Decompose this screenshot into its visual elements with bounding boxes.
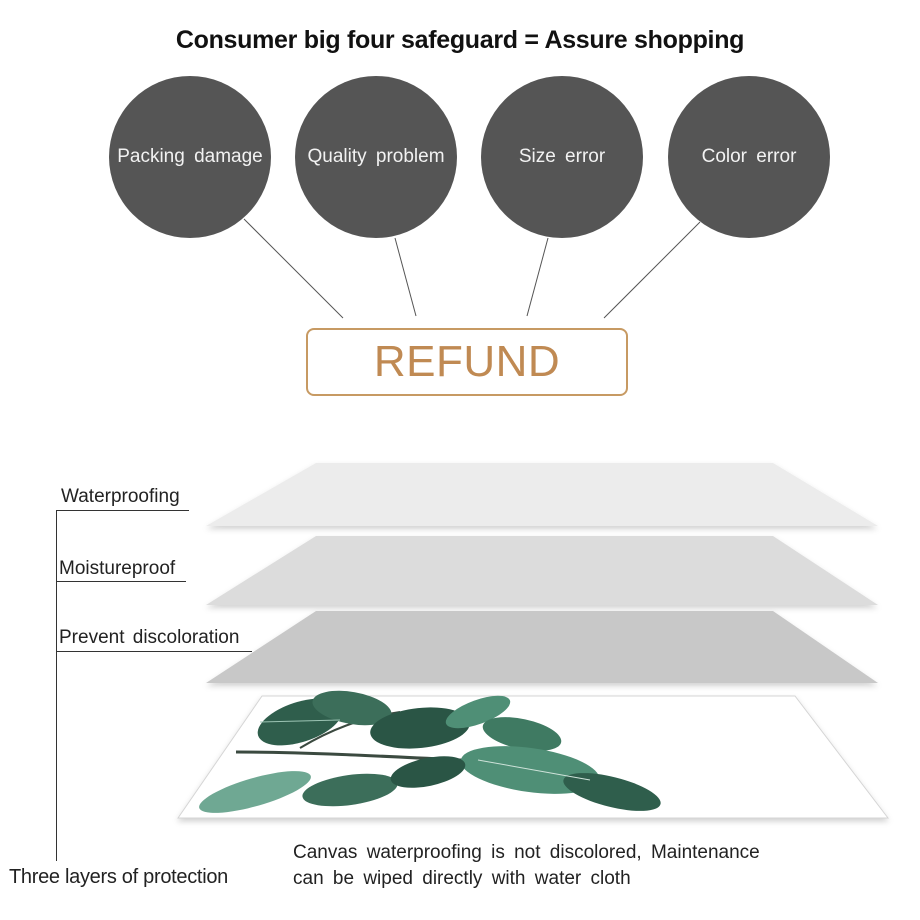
bracket-tick-waterproofing (56, 510, 189, 511)
safeguard-label: Quality problem (307, 146, 445, 167)
layer-waterproofing (206, 463, 878, 526)
canvas-caption: Canvas waterproofing is not discolored, … (293, 840, 760, 892)
layer-prevent-discoloration (206, 611, 878, 683)
refund-box: REFUND (306, 328, 628, 396)
plant-leaves-image (199, 690, 661, 813)
caption-line-2: can be wiped directly with water cloth (293, 868, 631, 889)
caption-line-1: Canvas waterproofing is not discolored, … (293, 842, 760, 863)
safeguard-quality-problem: Quality problem (295, 76, 457, 238)
safeguard-label: Color error (701, 146, 797, 167)
bracket-vertical (56, 510, 57, 861)
layer-moistureproof (206, 536, 878, 605)
safeguard-label: Packing damage (117, 146, 263, 167)
bracket-tick-moistureproof (56, 581, 186, 582)
safeguard-packing-damage: Packing damage (109, 76, 271, 238)
label-waterproofing: Waterproofing (61, 486, 180, 507)
label-moistureproof: Moistureproof (59, 558, 176, 579)
safeguard-label: Size error (518, 146, 606, 167)
safeguard-color-error: Color error (668, 76, 830, 238)
page-title: Consumer big four safeguard = Assure sho… (175, 26, 745, 54)
label-prevent-discoloration: Prevent discoloration (59, 627, 240, 648)
safeguard-size-error: Size error (481, 76, 643, 238)
bracket-tick-discoloration (56, 651, 252, 652)
refund-label: REFUND (373, 337, 561, 386)
three-layers-label: Three layers of protection (9, 866, 228, 888)
